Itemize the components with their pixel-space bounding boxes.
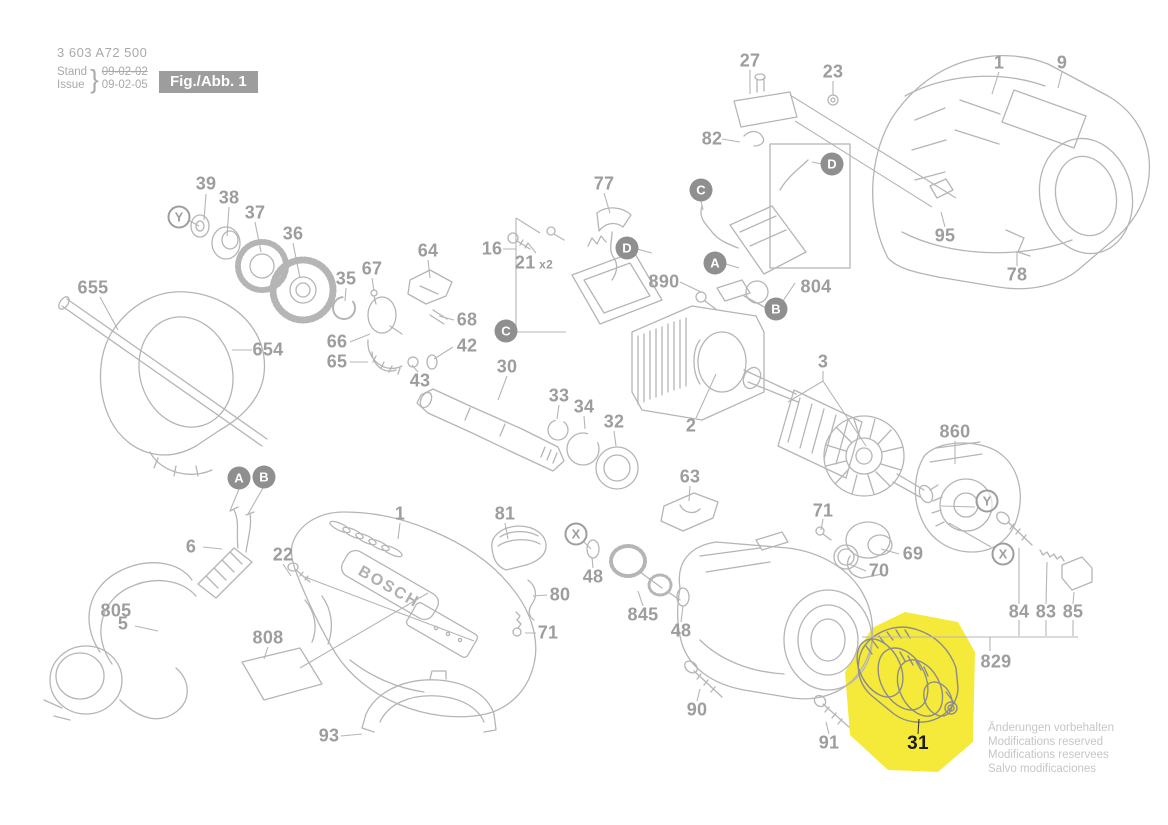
motor-housing-drawing bbox=[872, 55, 1151, 290]
leader-lines bbox=[99, 70, 1078, 737]
note-en: Modifications reserved bbox=[988, 735, 1104, 748]
revision-labels: Stand Issue bbox=[57, 66, 88, 91]
drill-body-drawing: BOSCH bbox=[287, 511, 537, 718]
legal-notes: Änderungen vorbehalten Modifications res… bbox=[988, 722, 1114, 776]
brush-holder-drawing bbox=[507, 207, 663, 325]
aux-handle-drawing bbox=[58, 291, 268, 477]
device-part-number: 3 603 A72 500 bbox=[57, 45, 148, 60]
wire-78 bbox=[1005, 229, 1031, 257]
gear-housing-drawing bbox=[660, 492, 893, 700]
gear-train-drawing bbox=[190, 214, 453, 375]
gearbox-drawing bbox=[914, 441, 1093, 591]
new-date: 09-02-05 bbox=[101, 78, 148, 91]
old-date: 09-02-02 bbox=[101, 66, 148, 78]
housing-screws-drawing bbox=[684, 660, 850, 728]
switch-assembly-drawing bbox=[695, 143, 851, 311]
brace-glyph: } bbox=[90, 63, 99, 94]
revision-dates: 09-02-02 09-02-05 bbox=[102, 66, 148, 91]
shaft-drawing bbox=[416, 388, 565, 472]
note-fr: Modifications reservees bbox=[988, 749, 1109, 761]
armature-drawing bbox=[742, 366, 934, 504]
pinion-drawing bbox=[586, 539, 690, 607]
figure-badge: Fig./Abb. 1 bbox=[159, 71, 258, 93]
detail-box-804 bbox=[769, 143, 851, 269]
note-de: Änderungen vorbehalten bbox=[988, 722, 1114, 734]
brush-cover-drawing bbox=[491, 525, 547, 637]
clip-95 bbox=[929, 178, 954, 199]
highlight-region-31[interactable] bbox=[845, 612, 975, 772]
cable-clamp-drawing bbox=[361, 670, 497, 733]
chuck-drawing[interactable] bbox=[848, 626, 959, 724]
revision-block: Stand Issue } 09-02-02 09-02-05 bbox=[57, 63, 148, 94]
field-coil-drawing bbox=[631, 305, 765, 421]
nameplate-drawing bbox=[241, 647, 323, 701]
power-cord-drawing bbox=[43, 506, 255, 721]
note-es: Salvo modificaciones bbox=[988, 762, 1097, 775]
bearing-ring-drawing bbox=[547, 419, 639, 490]
label-plate-9 bbox=[1001, 89, 1087, 149]
